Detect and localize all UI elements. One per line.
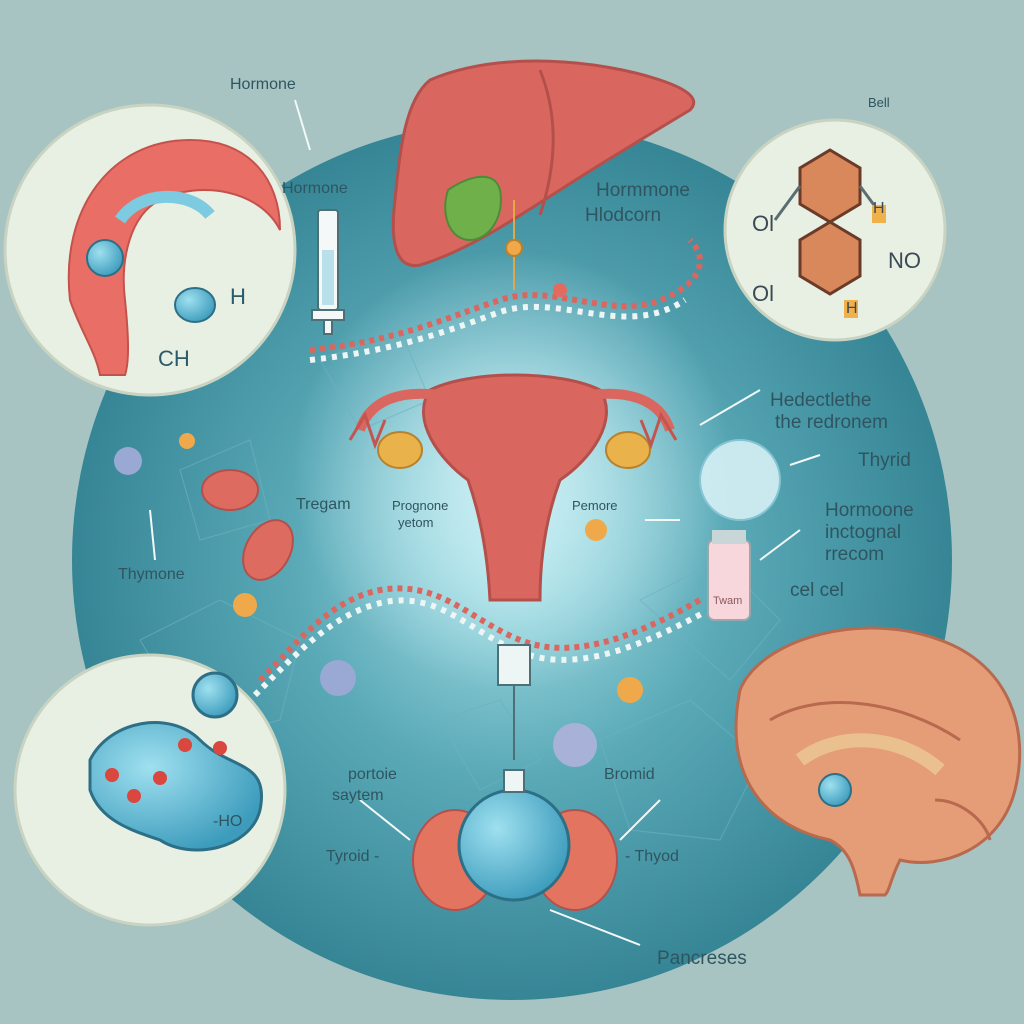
label-thymone: Thymone: [118, 566, 185, 583]
floating-particles: [114, 283, 643, 767]
label-chem-h-right: H: [873, 200, 885, 217]
liver-illustration: [391, 59, 696, 267]
label-ch: CH: [158, 346, 190, 371]
label-chem-h-bottom: H: [846, 300, 858, 317]
label-thyod: - Thyod: [625, 848, 679, 865]
label-ho: -HO: [213, 813, 243, 830]
lower-dna-strand: [252, 585, 707, 698]
brain-illustration: [734, 626, 1022, 897]
pointer-lines: [149, 99, 821, 946]
syringe-illustration: [311, 209, 345, 335]
thyroid-illustration: [412, 769, 618, 911]
label-tyroid: Tyroid -: [326, 848, 380, 865]
uterus-illustration: [348, 373, 678, 602]
label-vial: Twam: [713, 595, 743, 607]
label-hormone-right-line1: Hormoone: [825, 500, 914, 521]
label-hedect-line2: the redronem: [775, 412, 889, 433]
label-h-left: H: [230, 284, 246, 309]
label-bell: Bell: [868, 95, 890, 110]
label-chem-ol-bottom: Ol: [752, 281, 774, 306]
label-prognone-line1: Prognone: [392, 498, 449, 513]
label-pemore: Pemore: [572, 498, 618, 513]
hormone-pin: [505, 200, 523, 290]
label-portoie-line1: portoie: [348, 766, 397, 783]
label-hormone-syringe: Hormone: [282, 180, 348, 197]
label-pancreses: Pancreses: [657, 948, 747, 969]
upper-dna-strand: [309, 237, 703, 363]
label-hormone-top: Hormone: [230, 76, 296, 93]
label-hormone-right-line3: rrecom: [825, 544, 885, 565]
label-hormone-liver-line2: Hlodcorn: [585, 205, 662, 226]
label-bromid: Bromid: [604, 766, 655, 783]
label-tregam: Tregam: [296, 496, 351, 513]
label-chem-no: NO: [888, 248, 921, 273]
protein-inset: [13, 653, 287, 927]
pituitary-inset: [3, 103, 297, 397]
label-portoie-line2: saytem: [332, 787, 384, 804]
label-hedect-line1: Hedectlethe: [770, 390, 872, 411]
label-thyrid: Thyrid: [858, 450, 911, 471]
label-prognone-line2: yetom: [398, 515, 434, 530]
connector-device: [497, 644, 531, 760]
vial-illustration: [707, 530, 751, 621]
molecule-inset: [723, 118, 947, 342]
molecule-orb: [699, 439, 781, 521]
label-cel-cel: cel cel: [790, 580, 844, 601]
label-chem-ol-top: Ol: [752, 211, 774, 236]
label-hormone-liver-line1: Hormmone: [596, 180, 690, 201]
label-hormone-right-line2: inctognal: [825, 522, 902, 543]
